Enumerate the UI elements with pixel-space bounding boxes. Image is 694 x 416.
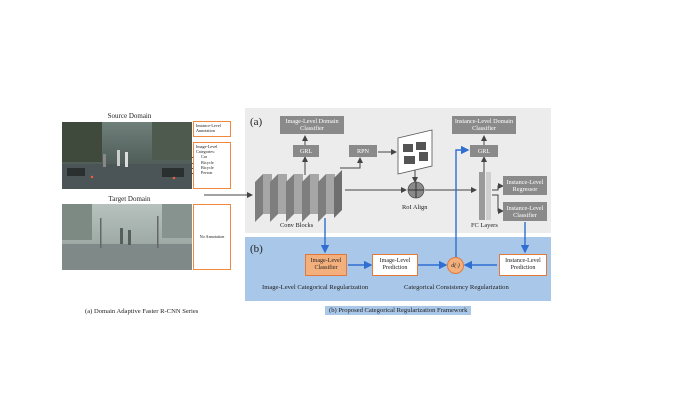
instance-level-regressor: Instance-Level Regressor [503,176,547,195]
roi-align-label: RoI Align [402,204,428,211]
target-annotation: No Annotation [193,204,231,270]
source-instance-annotation: Instance-Level Annotation [193,121,231,137]
proposals-graphic [397,129,433,175]
right-caption: (b) Proposed Categorical Regularization … [325,306,472,315]
instance-annotation-label: Instance-Level Annotation [196,123,221,134]
instance-level-domain-classifier: Instance-Level Domain Classifier [452,116,516,134]
source-category-annotation: Image-Level Categories: Car Bicycle Bicy… [193,142,231,189]
image-level-prediction: Image-Level Prediction [372,254,418,276]
distance-node: d(·) [447,257,464,274]
rpn-box: RPN [349,145,377,157]
category-list: Car Bicycle Bicycle Person [196,154,228,175]
source-domain-image [62,122,192,189]
instance-level-prediction: Instance-Level Prediction [499,254,547,276]
no-annotation-label: No Annotation [199,234,225,240]
conv-blocks-label: Conv Blocks [280,222,314,229]
source-domain-title: Source Domain [107,112,152,120]
target-domain-title: Target Domain [108,195,151,203]
image-level-regularization-title: Image-Level Categorical Regularization [262,284,369,291]
category-item: Person [201,170,228,175]
conv-blocks-graphic [255,170,342,222]
instance-level-classifier: Instance-Level Classifier [503,202,547,221]
grl-right: GRL [470,145,498,157]
consistency-regularization-title: Categorical Consistency Regularization [404,284,509,291]
target-domain-image [62,204,192,270]
category-item: Bicycle [201,160,228,165]
distance-label: d(·) [451,262,460,269]
category-item: Car [201,154,228,159]
grl-left: GRL [293,145,319,157]
left-caption: (a) Domain Adaptive Faster R-CNN Series [85,308,199,315]
image-level-classifier: Image-Level Classifier [305,254,347,276]
fc-layers-graphic [479,172,491,220]
roi-align-node [407,181,425,199]
categories-title: Image-Level Categories: [196,144,218,155]
panel-b-label: (b) [250,243,263,255]
category-item: Bicycle [201,165,228,170]
fc-layers-label: FC Layers [471,222,498,229]
panel-a-label: (a) [250,116,263,128]
image-level-domain-classifier: Image-Level Domain Classifier [280,116,344,134]
